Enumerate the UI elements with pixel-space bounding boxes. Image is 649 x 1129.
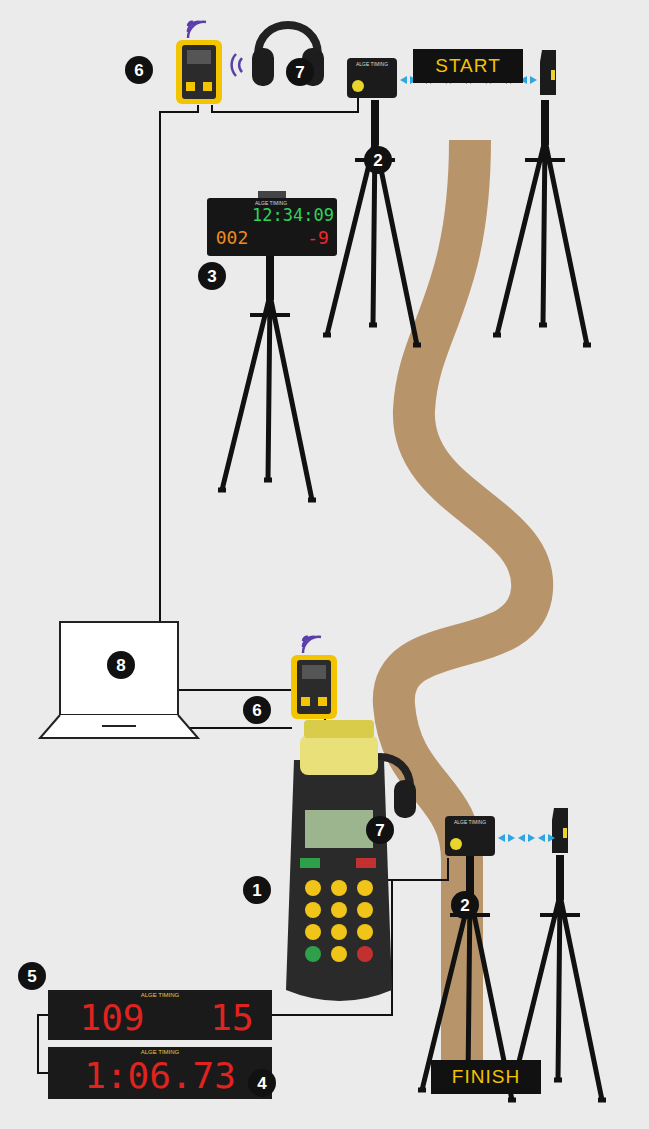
marker-text: FINISH — [445, 1066, 527, 1088]
drawing-part — [291, 655, 337, 719]
brand-text: ALGE TIMING — [255, 201, 287, 206]
brand-text: ALGE TIMING — [356, 62, 388, 67]
light-beam — [518, 834, 525, 842]
drawing-part — [347, 58, 397, 98]
drawing-part — [400, 76, 555, 842]
callout-number: 6 — [125, 56, 153, 84]
display-digits: 15 — [210, 1000, 253, 1036]
brand-text: ALGE TIMING — [141, 1049, 180, 1055]
keypad-key — [331, 880, 347, 896]
drawing-part — [180, 727, 292, 729]
drawing-part — [356, 858, 376, 868]
course-marker: START — [413, 49, 523, 83]
keypad-key — [357, 880, 373, 896]
keypad-key — [357, 924, 373, 940]
display-digits: 109 — [79, 1000, 144, 1036]
drawing-part — [218, 255, 316, 500]
drawing-part — [386, 858, 448, 880]
drawing-part — [540, 50, 556, 95]
light-beam — [528, 834, 535, 842]
brand-text: ALGE TIMING — [454, 820, 486, 825]
display-digits: 1:06.73 — [84, 1058, 236, 1094]
drawing-part — [323, 100, 421, 345]
drawing-part — [286, 760, 392, 1001]
drawing-part — [48, 990, 272, 1040]
callout-number: 5 — [18, 962, 46, 990]
drawing-part — [493, 100, 591, 345]
light-beam — [530, 76, 537, 84]
drawing-part — [304, 720, 374, 738]
drawing-part — [552, 808, 568, 853]
drawing-part — [232, 25, 324, 86]
drawing-part — [305, 810, 373, 848]
light-beam — [538, 834, 545, 842]
display-digits: 12:34:09 — [252, 207, 334, 224]
display-digits: 002 — [216, 229, 249, 247]
keypad-key — [305, 902, 321, 918]
callout-number: 7 — [286, 58, 314, 86]
drawing-part — [48, 1047, 272, 1099]
keypad-key — [331, 946, 347, 962]
keypad-key — [357, 902, 373, 918]
callout-number: 1 — [243, 876, 271, 904]
drawing-part — [188, 22, 206, 38]
drawing-part — [207, 198, 337, 256]
light-beam — [548, 834, 555, 842]
drawing-part — [176, 40, 222, 104]
keypad-key — [305, 924, 321, 940]
callout-number: 7 — [366, 816, 394, 844]
light-beam — [400, 76, 407, 84]
drawing-part — [300, 858, 320, 868]
drawing-part — [38, 1015, 48, 1073]
brand-text: ALGE TIMING — [141, 992, 180, 998]
callout-number: 8 — [107, 651, 135, 679]
light-beam — [498, 834, 505, 842]
drawing-part — [212, 95, 358, 112]
course-marker: FINISH — [431, 1060, 541, 1094]
light-beam — [508, 834, 515, 842]
callout-number: 6 — [243, 696, 271, 724]
drawing-part — [445, 816, 495, 856]
drawing-part — [160, 105, 292, 690]
keypad-key — [357, 946, 373, 962]
marker-text: START — [427, 55, 509, 77]
keypad-key — [305, 880, 321, 896]
callout-number: 2 — [364, 146, 392, 174]
display-digits: -9 — [307, 229, 329, 247]
drawing-part — [40, 715, 198, 738]
keypad-key — [331, 902, 347, 918]
drawing-part — [102, 725, 136, 727]
drawing-part — [303, 637, 321, 653]
drawing-part — [60, 622, 178, 715]
drawing-part — [258, 191, 286, 198]
callout-number: 2 — [451, 891, 479, 919]
callout-number: 4 — [248, 1069, 276, 1097]
drawing-part — [300, 735, 378, 775]
callout-number: 3 — [198, 262, 226, 290]
keypad-key — [331, 924, 347, 940]
drawing-part — [305, 880, 373, 962]
keypad-key — [305, 946, 321, 962]
